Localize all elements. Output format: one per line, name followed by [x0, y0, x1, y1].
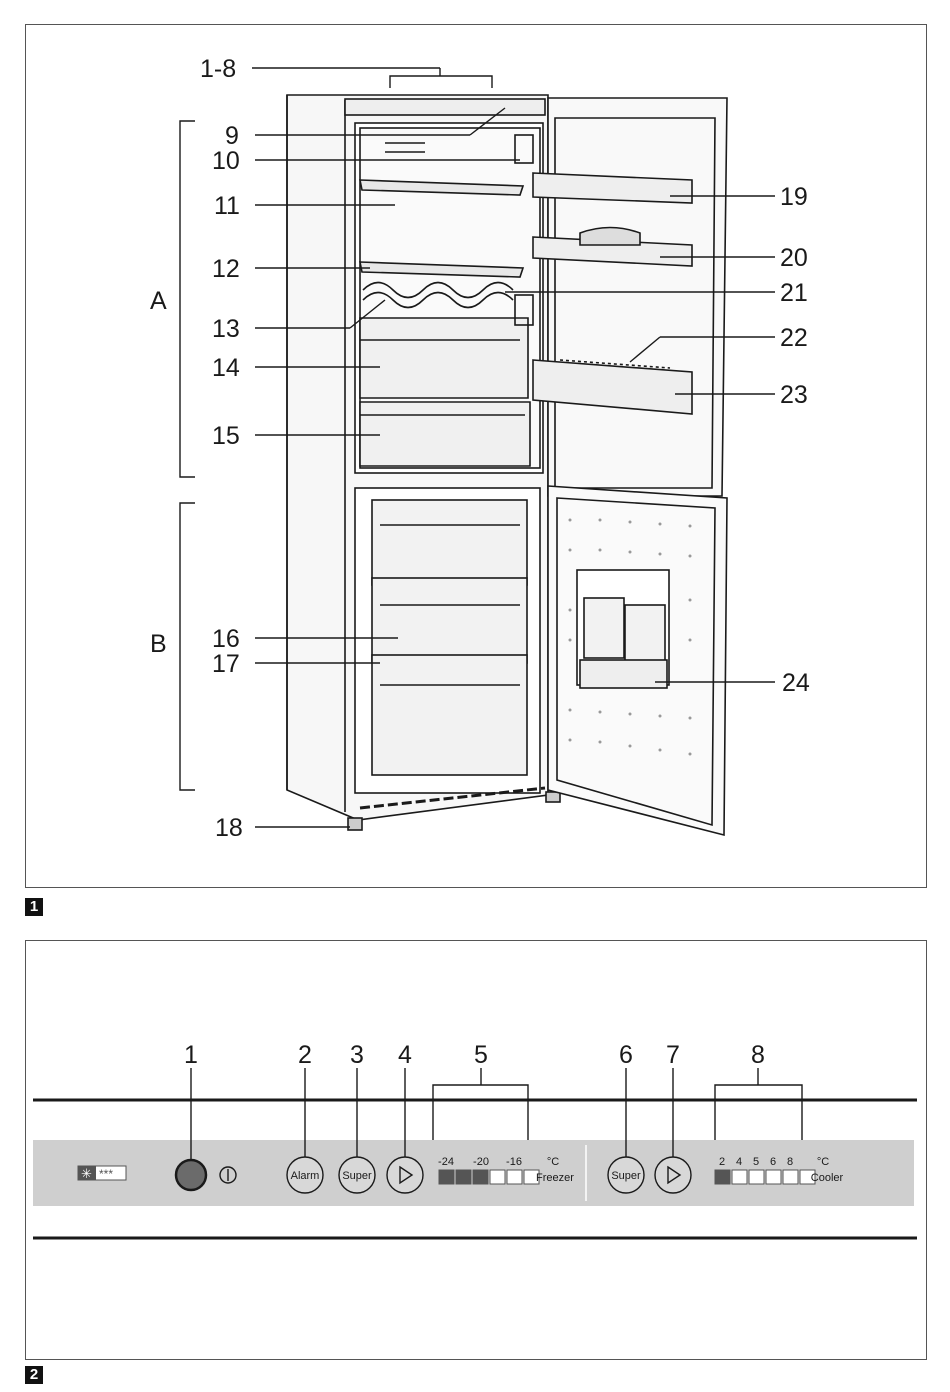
- display-segment: [438, 1169, 455, 1185]
- callout-17: 17: [212, 650, 240, 678]
- callout-10: 10: [212, 147, 240, 175]
- cooler-tick-2: 5: [753, 1156, 759, 1168]
- display-segment: [799, 1169, 816, 1185]
- cooler-name: Cooler: [811, 1172, 844, 1184]
- callout-11: 11: [214, 192, 240, 220]
- control-panel-diagram: ✳ *** Alarm Super -24 -20 -16 °C Freezer…: [33, 1041, 917, 1240]
- star-rating-text: ***: [99, 1167, 113, 1181]
- callout-18: 18: [215, 814, 243, 842]
- display-segment: [472, 1169, 489, 1185]
- callout-15: 15: [212, 422, 240, 450]
- section-b-label: B: [150, 630, 167, 658]
- figure-2-badge: 2: [25, 1366, 43, 1384]
- freezer-unit: °C: [547, 1156, 559, 1168]
- figure-2-frame: [25, 940, 927, 1360]
- cooler-super-label: Super: [611, 1170, 641, 1182]
- display-segment: [765, 1169, 782, 1185]
- cooler-tick-0: 2: [719, 1156, 725, 1168]
- panel-callout-6: 6: [619, 1041, 633, 1069]
- freezer-tick-2: -16: [506, 1156, 522, 1168]
- display-segment: [455, 1169, 472, 1185]
- snowflake-icon: ✳: [81, 1166, 92, 1181]
- panel-callout-5: 5: [474, 1041, 488, 1069]
- cooler-unit: °C: [817, 1156, 829, 1168]
- callout-22: 22: [780, 324, 808, 352]
- display-segment: [782, 1169, 799, 1185]
- display-segment: [714, 1169, 731, 1185]
- freezer-tick-0: -24: [438, 1156, 454, 1168]
- figure-1-frame: [25, 24, 927, 888]
- display-segment: [489, 1169, 506, 1185]
- display-segment: [506, 1169, 523, 1185]
- freezer-temperature-display: [438, 1169, 540, 1185]
- panel-callout-1: 1: [184, 1041, 198, 1069]
- cooler-tick-3: 6: [770, 1156, 776, 1168]
- callout-12: 12: [212, 255, 240, 283]
- panel-callout-2: 2: [298, 1041, 312, 1069]
- cooler-tick-1: 4: [736, 1156, 742, 1168]
- panel-callout-4: 4: [398, 1041, 412, 1069]
- cooler-temp-select-button[interactable]: [654, 1156, 692, 1194]
- figure-1-badge: 1: [25, 898, 43, 916]
- callout-23: 23: [780, 381, 808, 409]
- callout-1-8: 1-8: [200, 55, 236, 83]
- power-icon: [219, 1166, 237, 1184]
- fridge-illustration: 1-8 9 10 11 12 13 14 15 16 17 18 19 20 2…: [150, 55, 810, 842]
- callout-14: 14: [212, 354, 240, 382]
- alarm-button-label: Alarm: [291, 1170, 320, 1182]
- callout-13: 13: [212, 315, 240, 343]
- freezer-super-label: Super: [342, 1170, 372, 1182]
- panel-callout-8: 8: [751, 1041, 765, 1069]
- callout-9: 9: [225, 122, 239, 150]
- panel-callout-3: 3: [350, 1041, 364, 1069]
- callout-24: 24: [782, 669, 810, 697]
- callout-16: 16: [212, 625, 240, 653]
- display-segment: [523, 1169, 540, 1185]
- callout-21: 21: [780, 279, 808, 307]
- callout-19: 19: [780, 183, 808, 211]
- play-arrow-icon: [399, 1165, 414, 1185]
- freezer-name: Freezer: [536, 1172, 574, 1184]
- display-segment: [748, 1169, 765, 1185]
- callout-20: 20: [780, 244, 808, 272]
- cooler-temperature-display: [714, 1169, 816, 1185]
- play-arrow-icon: [667, 1165, 682, 1185]
- freezer-temp-select-button[interactable]: [386, 1156, 424, 1194]
- power-button[interactable]: [174, 1158, 208, 1192]
- display-segment: [731, 1169, 748, 1185]
- section-a-label: A: [150, 287, 167, 315]
- freezer-tick-1: -20: [473, 1156, 489, 1168]
- panel-callout-7: 7: [666, 1041, 680, 1069]
- cooler-tick-4: 8: [787, 1156, 793, 1168]
